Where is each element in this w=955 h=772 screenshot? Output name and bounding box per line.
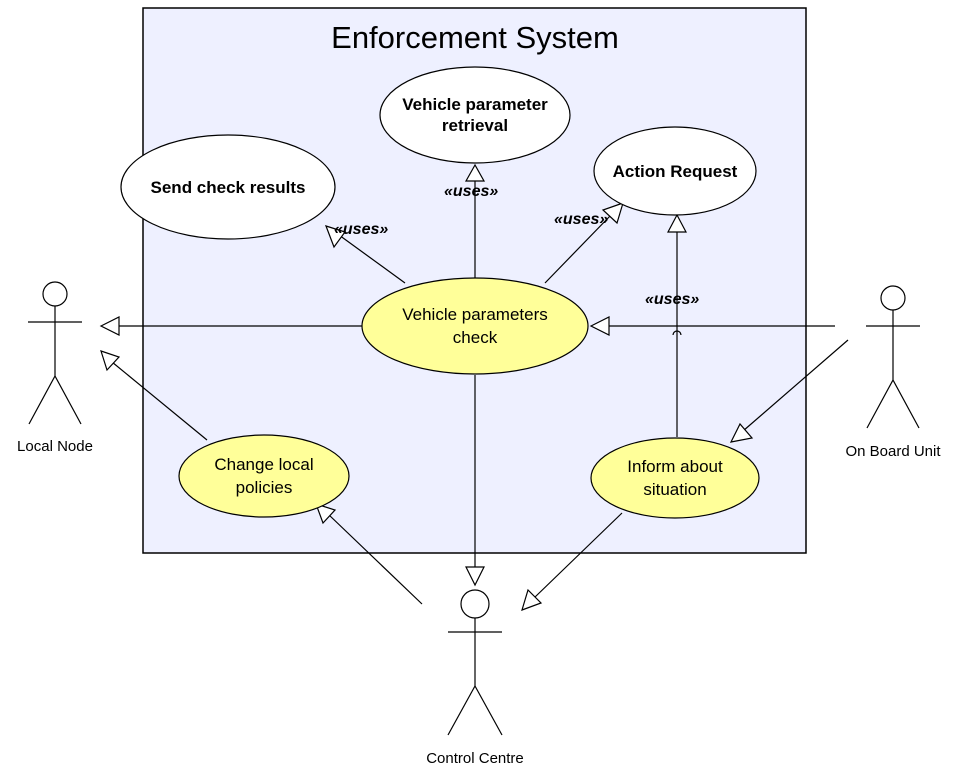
arrowhead-inform-obu [729, 422, 754, 443]
actor-control-centre[interactable]: Control Centre [426, 589, 524, 767]
uses-line-send-check-results [338, 234, 406, 284]
use-case-ellipse [361, 277, 589, 375]
use-case-label-line-1: Send check results [151, 178, 306, 197]
use-case-vehicle-parameter-retrieval[interactable]: Vehicle parameter retrieval [379, 66, 571, 164]
stereotype-uses-send-check-results: «uses» [334, 221, 388, 238]
use-case-ellipse [593, 126, 757, 216]
arrowhead-vpc-obu [589, 316, 610, 336]
actor-label: Control Centre [426, 750, 524, 767]
uses-arrowhead-action-request [601, 202, 624, 225]
use-case-label-line-2: check [453, 328, 498, 347]
use-case-vehicle-parameters-check[interactable]: Vehicle parameters check [361, 277, 589, 375]
stereotype-uses-action-request: «uses» [554, 211, 608, 228]
association-inform-cc [533, 512, 623, 599]
association-cc-clp [327, 513, 423, 605]
use-case-label-line-2: situation [643, 480, 706, 499]
use-case-inform-about-situation[interactable]: Inform about situation [590, 437, 760, 519]
use-case-ellipse [120, 134, 336, 240]
uses-arrowhead-send-check-results [324, 225, 346, 249]
stick-figure-icon [866, 285, 920, 429]
association-obu-inform [742, 339, 849, 432]
arrowhead-control-centre-vpc [465, 566, 485, 587]
use-case-change-local-policies[interactable]: Change local policies [178, 434, 350, 518]
uses-line-action-request [544, 214, 612, 284]
stereotype-uses-inform-to-action: «uses» [645, 291, 699, 308]
use-case-label-line-1: Change local [214, 455, 313, 474]
actor-on-board-unit[interactable]: On Board Unit [845, 285, 941, 460]
use-case-label-line-1: Action Request [613, 162, 738, 181]
use-case-label-line-2: retrieval [442, 116, 508, 135]
use-case-ellipse [178, 434, 350, 518]
use-case-action-request[interactable]: Action Request [593, 126, 757, 216]
actor-label: On Board Unit [845, 443, 941, 460]
use-case-ellipse [590, 437, 760, 519]
use-case-ellipse [379, 66, 571, 164]
arrowhead-local-node-vpc [99, 316, 120, 336]
stick-figure-icon [28, 281, 82, 425]
actor-label: Local Node [17, 438, 93, 455]
stereotype-uses-vehicle-parameter-retrieval: «uses» [444, 183, 498, 200]
stick-figure-icon [447, 589, 503, 736]
use-case-label-line-1: Inform about [627, 457, 723, 476]
use-case-label-line-1: Vehicle parameter [402, 95, 548, 114]
use-case-send-check-results[interactable]: Send check results [120, 134, 336, 240]
arrowhead-clp-cc [315, 503, 337, 525]
arrowhead-cc-inform [521, 588, 543, 611]
association-clp-local-node [111, 361, 208, 441]
actor-local-node[interactable]: Local Node [17, 281, 93, 455]
uses-arrowhead-vehicle-parameter-retrieval [464, 163, 486, 182]
uses-arrowhead-inform-to-action [667, 213, 687, 233]
use-case-label-line-2: policies [236, 478, 293, 497]
arrowhead-local-node-clp [100, 350, 121, 372]
use-case-label-line-1: Vehicle parameters [402, 305, 548, 324]
system-title: Enforcement System [331, 20, 619, 55]
